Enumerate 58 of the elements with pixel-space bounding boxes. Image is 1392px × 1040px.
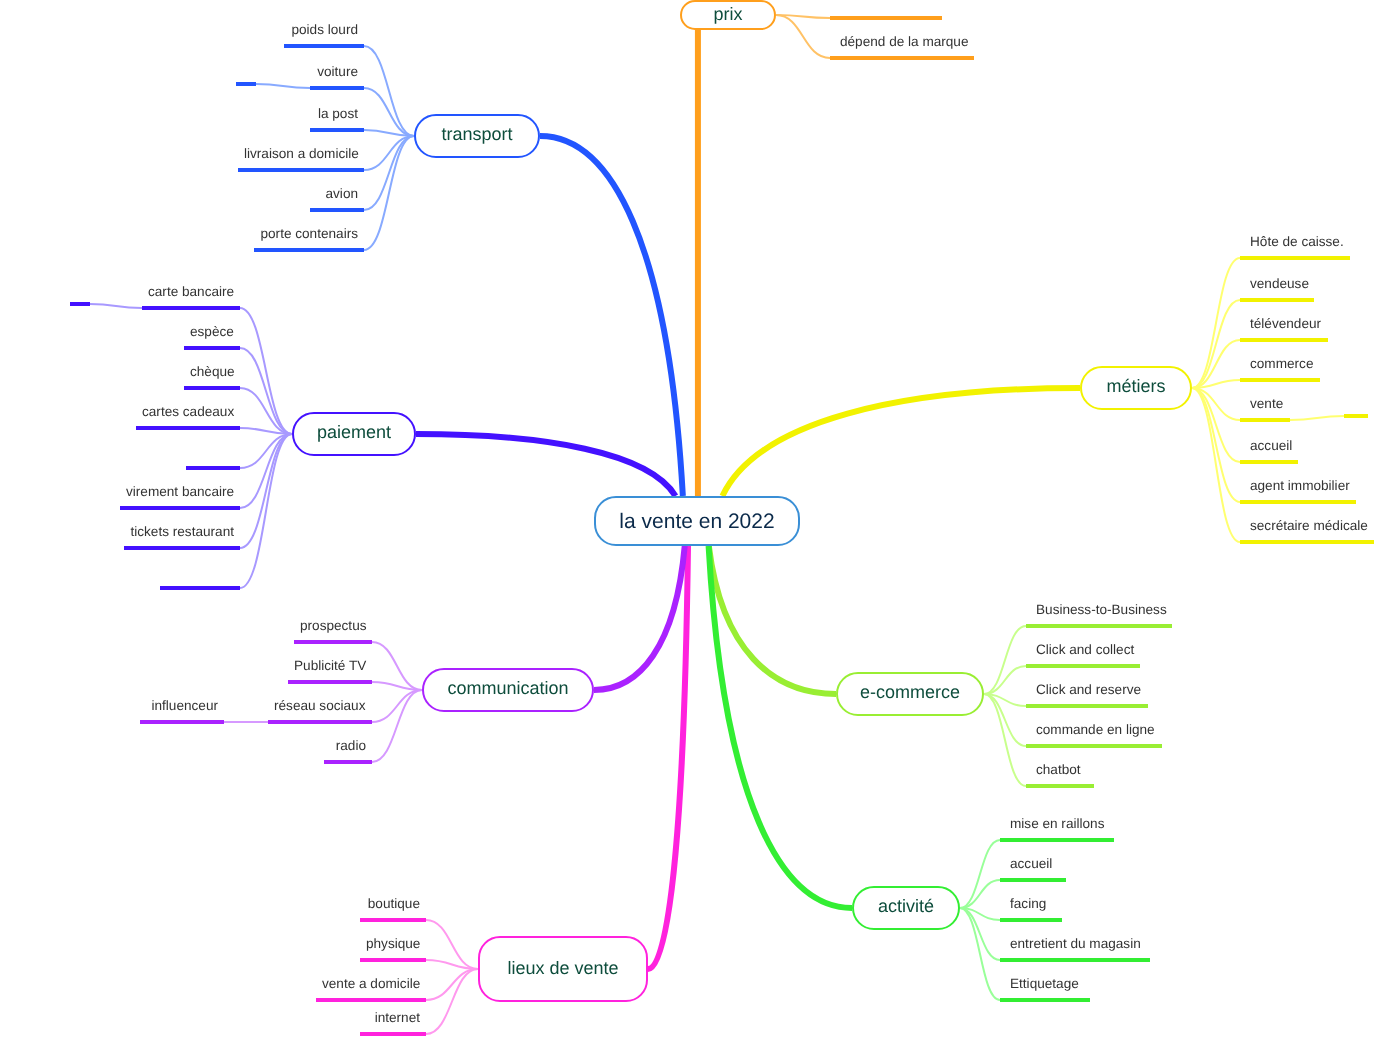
branch-line bbox=[239, 433, 293, 469]
branch-line bbox=[363, 45, 415, 137]
branch-line bbox=[1191, 299, 1241, 389]
branch-line bbox=[959, 879, 1001, 909]
branch-line bbox=[1191, 257, 1241, 389]
branch-line bbox=[959, 839, 1001, 909]
topic-node: transport bbox=[414, 114, 540, 158]
topic-node: e-commerce bbox=[836, 672, 984, 716]
branch-line bbox=[775, 14, 831, 19]
branch-line bbox=[239, 307, 293, 435]
branch-line bbox=[371, 681, 423, 691]
branch-line bbox=[539, 133, 686, 497]
topic-node: métiers bbox=[1080, 366, 1192, 410]
branch-line bbox=[371, 689, 423, 723]
branch-line bbox=[983, 665, 1027, 695]
branch-line bbox=[1191, 387, 1241, 421]
branch-line bbox=[1191, 387, 1241, 503]
branch-line bbox=[363, 129, 415, 137]
branch-line bbox=[415, 431, 678, 498]
branch-line bbox=[363, 135, 415, 251]
branch-line bbox=[646, 545, 691, 972]
topic-node: prix bbox=[680, 0, 776, 30]
branch-line bbox=[705, 545, 853, 911]
branch-line bbox=[983, 693, 1027, 747]
topic-node: activité bbox=[852, 886, 960, 930]
branch-line bbox=[1191, 387, 1241, 543]
branch-line bbox=[983, 625, 1027, 695]
branch-line bbox=[775, 14, 831, 59]
branch-line bbox=[239, 347, 293, 435]
branch-line bbox=[239, 433, 293, 549]
branch-line bbox=[255, 83, 311, 89]
branch-line bbox=[363, 135, 415, 171]
branch-line bbox=[239, 433, 293, 589]
topic-node: communication bbox=[422, 668, 594, 712]
branch-line bbox=[1191, 339, 1241, 389]
topic-node: paiement bbox=[292, 412, 416, 456]
branch-line bbox=[425, 959, 479, 970]
branch-line bbox=[719, 385, 1081, 498]
branch-line bbox=[425, 968, 479, 1035]
topic-node: lieux de vente bbox=[478, 936, 648, 1002]
branch-line bbox=[425, 968, 479, 1001]
branch-line bbox=[363, 87, 415, 137]
branch-line bbox=[1289, 415, 1345, 421]
branch-line bbox=[239, 433, 293, 509]
branch-line bbox=[223, 721, 269, 723]
branch-line bbox=[363, 135, 415, 211]
branch-line bbox=[694, 30, 701, 496]
branch-line bbox=[959, 907, 1001, 921]
central-topic: la vente en 2022 bbox=[594, 496, 800, 546]
branch-line bbox=[959, 907, 1001, 1001]
branch-line bbox=[89, 303, 143, 309]
branch-line bbox=[425, 919, 479, 970]
branch-line bbox=[593, 545, 688, 693]
branch-line bbox=[371, 641, 423, 691]
branch-line bbox=[959, 907, 1001, 961]
branch-line bbox=[371, 689, 423, 763]
branch-line bbox=[983, 693, 1027, 707]
branch-line bbox=[983, 693, 1027, 787]
